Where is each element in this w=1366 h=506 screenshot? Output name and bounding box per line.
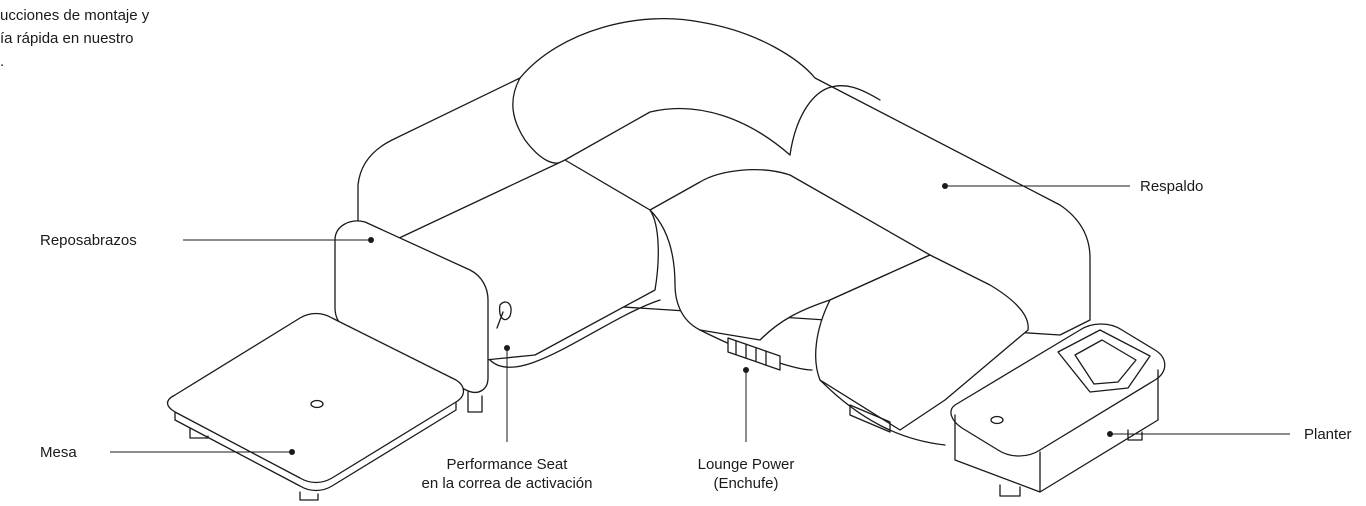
intro-line: .: [0, 53, 5, 70]
label-lounge-power-line: (Enchufe): [713, 475, 779, 492]
power-socket: [727, 337, 781, 371]
label-lounge-power-line: Lounge Power: [697, 456, 795, 473]
table-center-cap: [310, 399, 324, 409]
label-reposabrazos: Reposabrazos: [40, 232, 137, 249]
label-performance-seat-line: en la correa de activación: [421, 475, 593, 492]
activation-strap: [496, 301, 512, 329]
intro-line: ucciones de montaje y: [0, 7, 150, 24]
power-socket-detail: [735, 340, 767, 366]
planter-dot: [1107, 431, 1113, 437]
planter-pot-inner: [1074, 339, 1137, 385]
planter-body: [954, 369, 1159, 493]
sofa-back-inner-line: [789, 85, 881, 156]
label-planter: Planter: [1304, 426, 1352, 443]
label-performance-seat-line: Performance Seat: [446, 456, 568, 473]
intro-line: ía rápida en nuestro: [0, 30, 134, 47]
label-mesa: Mesa: [40, 444, 77, 461]
sofa-seat-right: [815, 254, 1029, 431]
planter-pot: [1057, 329, 1151, 393]
floor-bracket: [849, 404, 891, 433]
table-edge: [174, 401, 457, 492]
planter-cap: [990, 415, 1004, 425]
label-performance-seat: Performance Seat en la correa de activac…: [387, 455, 627, 493]
mesa-dot: [289, 449, 295, 455]
table-leg: [189, 391, 483, 501]
intro-text: ucciones de montaje y ía rápida en nuest…: [0, 4, 149, 73]
label-lounge-power: Lounge Power (Enchufe): [666, 455, 826, 493]
sofa-seat-middle: [649, 169, 931, 341]
respaldo-dot: [942, 183, 948, 189]
lounge-power-dot: [743, 367, 749, 373]
label-respaldo: Respaldo: [1140, 178, 1204, 195]
planter-leg: [999, 429, 1143, 497]
performance-seat-dot: [504, 345, 510, 351]
reposabrazos-dot: [368, 237, 374, 243]
